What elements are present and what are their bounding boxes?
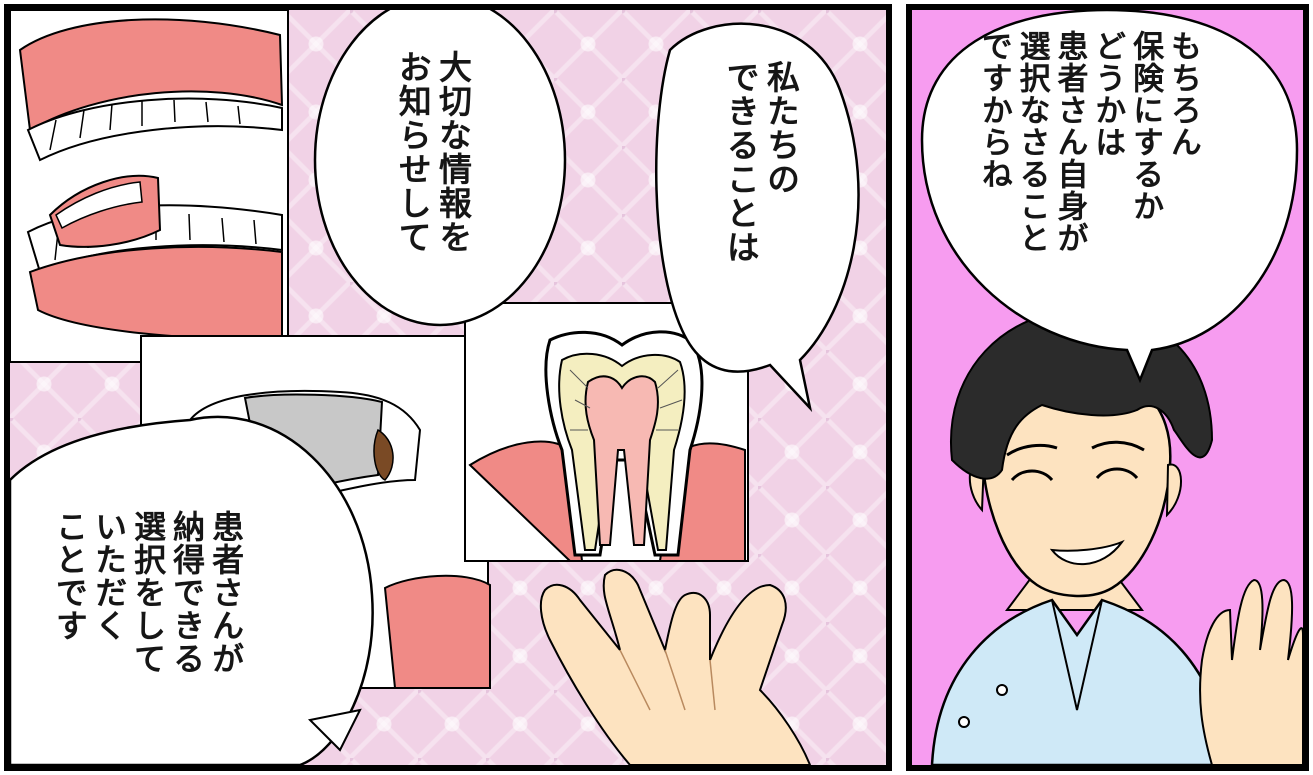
- right-panel: もちろん 保険にするか どうかは 患者さん自身が 選択なさること ですからね: [906, 4, 1309, 771]
- left-panel: 大切な情報を お知らせして 私たちの できることは 患者さんが 納得できる 選択…: [4, 4, 892, 771]
- bubble-we-can-text: 私たちの できることは: [721, 60, 801, 264]
- speech-bubbles: [10, 10, 860, 765]
- pointing-hand-illustration: [539, 568, 812, 765]
- bubble-insurance-shape: [920, 10, 1299, 384]
- right-panel-art: [920, 10, 1303, 765]
- bubble-inform-shape: [313, 10, 567, 327]
- dentist-illustration: [930, 308, 1303, 765]
- bubble-inform-text: 大切な情報を お知らせして: [393, 50, 473, 254]
- bubble-insurance-text: もちろん 保険にするか どうかは 患者さん自身が 選択なさること ですからね: [975, 30, 1201, 254]
- dentures-illustration: [10, 10, 289, 363]
- bubble-patient-choice-text: 患者さんが 納得できる 選択をして いただく ことです: [51, 510, 246, 675]
- bubble-patient-choice-shape: [10, 415, 374, 765]
- bubble-we-can-shape: [654, 22, 860, 413]
- left-panel-art: [10, 10, 860, 765]
